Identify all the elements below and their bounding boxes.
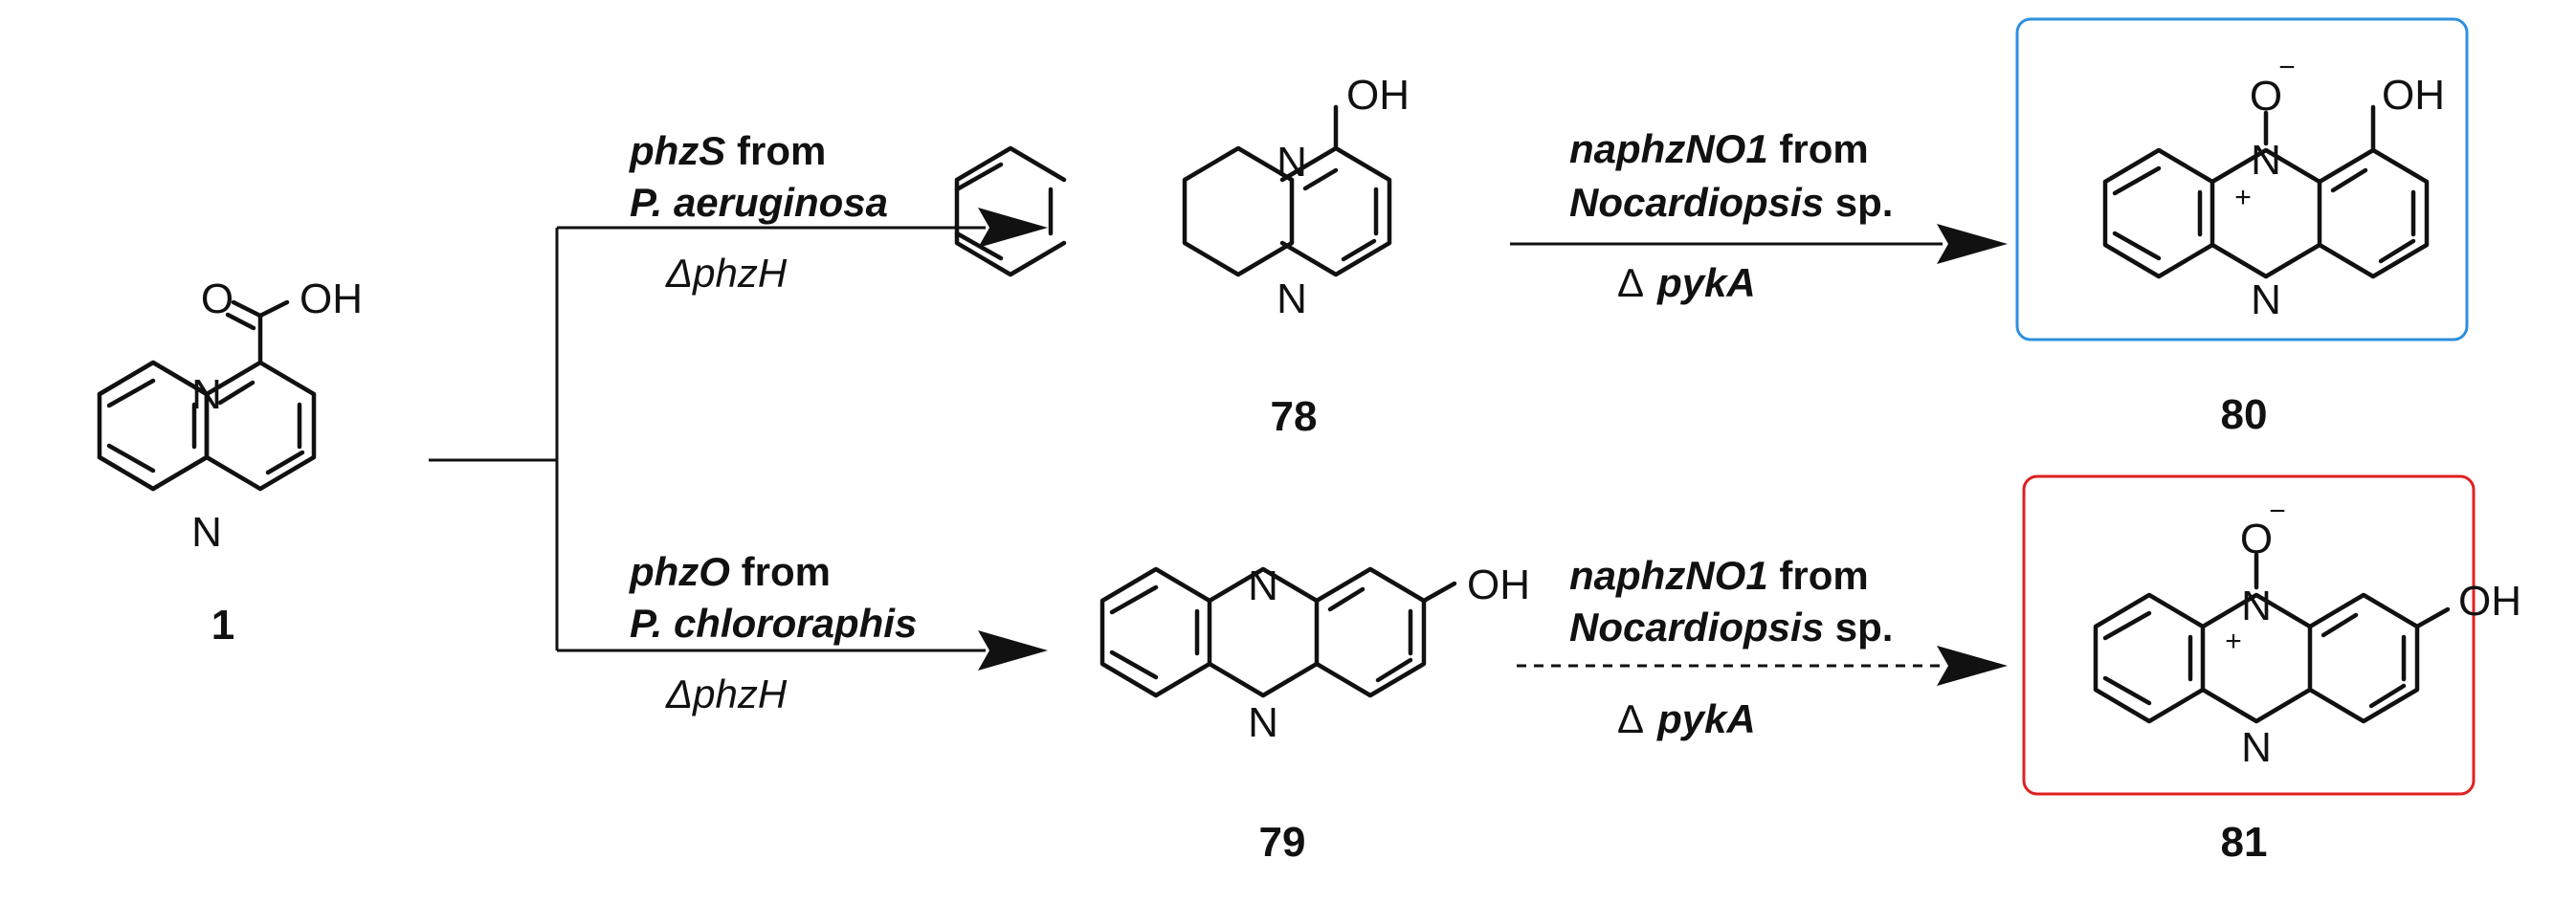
compound-79-n-bottom: N — [1248, 699, 1278, 746]
gene-phzo: phzO — [629, 549, 730, 594]
organism-p-aeruginosa: P. aeruginosa — [630, 180, 888, 225]
compound-80-structure: O − N + N OH — [2102, 52, 2445, 323]
compound-80-o: O — [2250, 73, 2282, 120]
svg-text:Nocardiopsis sp.: Nocardiopsis sp. — [1569, 180, 1893, 225]
compound-81-highlight-box — [2022, 474, 2476, 796]
organism-p-chlororaphis: P. chlororaphis — [630, 601, 917, 646]
compound-80-minus: − — [2278, 52, 2296, 83]
gene-phzs: phzS — [629, 128, 725, 173]
compound-80-label: 80 — [2221, 391, 2268, 438]
reaction-lower-first-text: phzO from P. chlororaphis ΔphzH — [629, 549, 917, 716]
compound-1-oh: OH — [300, 275, 363, 322]
branch-connector — [429, 228, 559, 650]
compound-1-structure: N N O OH — [97, 275, 363, 556]
compound-81-o: O — [2240, 516, 2273, 562]
organism-nocardiopsis-lower: Nocardiopsis — [1569, 605, 1824, 650]
deletion-phzh-lower: ΔphzH — [665, 672, 788, 716]
svg-text:phzS from: phzS from — [629, 128, 826, 173]
compound-81-oh: OH — [2458, 578, 2521, 625]
compound-78-oh: OH — [1346, 72, 1410, 119]
compound-1-label: 1 — [211, 602, 234, 649]
gene-naphzno1-upper: naphzNO1 — [1569, 126, 1768, 171]
compound-1-ring-c — [204, 360, 317, 492]
deletion-phzh-upper: ΔphzH — [665, 251, 788, 296]
svg-text:naphzNO1 from: naphzNO1 from — [1569, 553, 1869, 598]
compound-81-n-bottom: N — [2241, 724, 2272, 771]
svg-text:Nocardiopsis sp.: Nocardiopsis sp. — [1569, 605, 1893, 650]
compound-79-n-top: N — [1248, 562, 1278, 609]
reaction-upper-first-text: phzS from P. aeruginosa ΔphzH — [629, 128, 888, 296]
arrow-upper-second — [1510, 224, 2008, 264]
compound-80-n-bottom: N — [2251, 276, 2281, 323]
gene-naphzno1-lower: naphzNO1 — [1569, 553, 1768, 598]
organism-nocardiopsis-upper: Nocardiopsis — [1569, 180, 1824, 225]
compound-1-ring-b — [97, 360, 210, 492]
svg-text:naphzNO1 from: naphzNO1 from — [1569, 126, 1869, 171]
compound-80-plus: + — [2234, 182, 2252, 213]
deletion-pyka-upper: pykA — [1656, 260, 1756, 305]
compound-81-n-top: N — [2241, 583, 2272, 629]
deletion-pyka-lower: pykA — [1656, 696, 1756, 741]
compound-80-oh: OH — [2382, 72, 2445, 119]
compound-1-n-top: N — [191, 371, 222, 418]
compound-78-structure: N N OH — [954, 72, 1410, 322]
compound-79-label: 79 — [1259, 819, 1306, 866]
compound-81-plus: + — [2225, 626, 2242, 657]
compound-78-label: 78 — [1271, 393, 1318, 440]
compound-80-n-top: N — [2251, 137, 2281, 184]
compound-1-carbonyl-o: O — [201, 275, 233, 322]
compound-81-structure: O − N + N OH — [2093, 496, 2521, 771]
compound-78-n-bottom: N — [1277, 275, 1307, 322]
arrow-lower-second-dashed — [1517, 646, 2008, 686]
arrow-lower-first — [557, 630, 1048, 671]
compound-81-minus: − — [2269, 496, 2286, 527]
arrow-upper-first — [557, 208, 1048, 248]
compound-78-n-top: N — [1277, 139, 1307, 186]
svg-text:phzO from: phzO from — [629, 549, 831, 594]
compound-81-label: 81 — [2221, 819, 2268, 866]
compound-80-highlight-box — [2015, 17, 2469, 341]
compound-79-oh: OH — [1467, 562, 1530, 608]
compound-79-structure: N N OH — [1099, 562, 1530, 746]
compound-1-n-bottom: N — [191, 509, 222, 556]
